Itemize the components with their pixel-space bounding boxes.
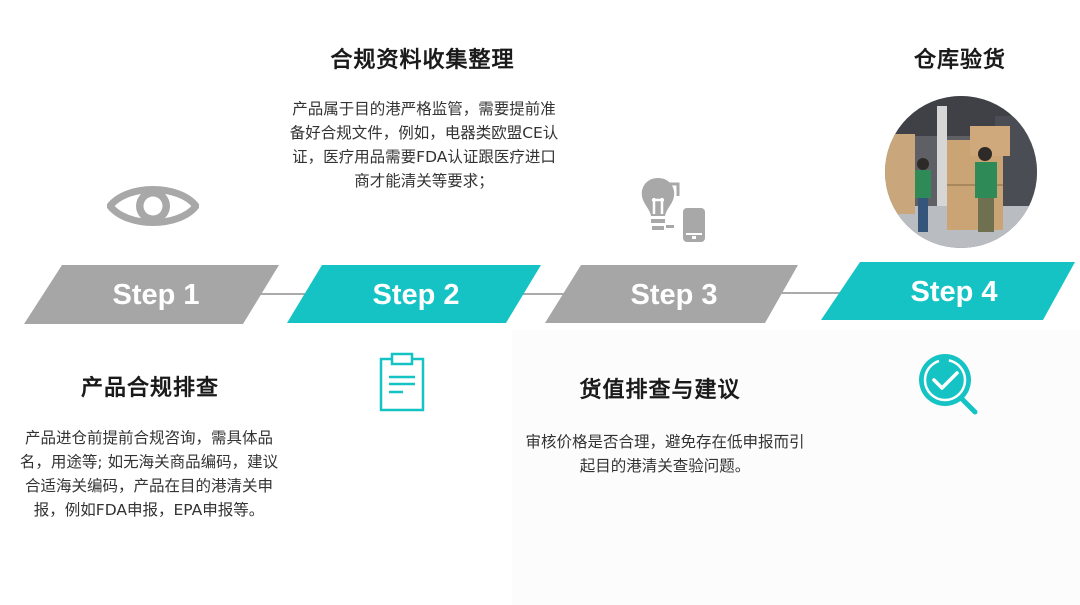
step-3-shape (545, 265, 798, 323)
step-2-shape (287, 265, 541, 323)
step-1-shape (24, 265, 279, 324)
step-2-description: 产品属于目的港严格监管，需要提前准备好合规文件，例如，电器类欧盟CE认证，医疗用… (289, 100, 559, 190)
lightbulb-phone-icon (641, 178, 705, 242)
eye-icon (107, 186, 199, 226)
step-2-label: Step 2 (372, 279, 460, 311)
clipboard-icon (379, 352, 425, 412)
step-4-title: 仓库验货 (913, 48, 1006, 73)
warehouse-inspection-photo (885, 96, 1037, 248)
step-4-label: Step 4 (910, 276, 998, 308)
step-1-label: Step 1 (112, 279, 200, 311)
step-3-description: 审核价格是否合理，避免存在低申报而引起目的港清关查验问题。 (525, 433, 805, 475)
step-1-description: 产品进仓前提前合规咨询，需具体品名，用途等; 如无海关商品编码，建议合适海关编码… (19, 429, 279, 519)
background-panel (512, 330, 1080, 605)
step-4-shape (821, 262, 1075, 320)
step-3-title: 货值排查与建议 (579, 378, 741, 403)
step-2-title: 合规资料收集整理 (330, 48, 515, 73)
step-3-label: Step 3 (630, 279, 718, 311)
magnifier-check-icon (919, 354, 978, 415)
step-1-title: 产品合规排查 (80, 376, 219, 401)
